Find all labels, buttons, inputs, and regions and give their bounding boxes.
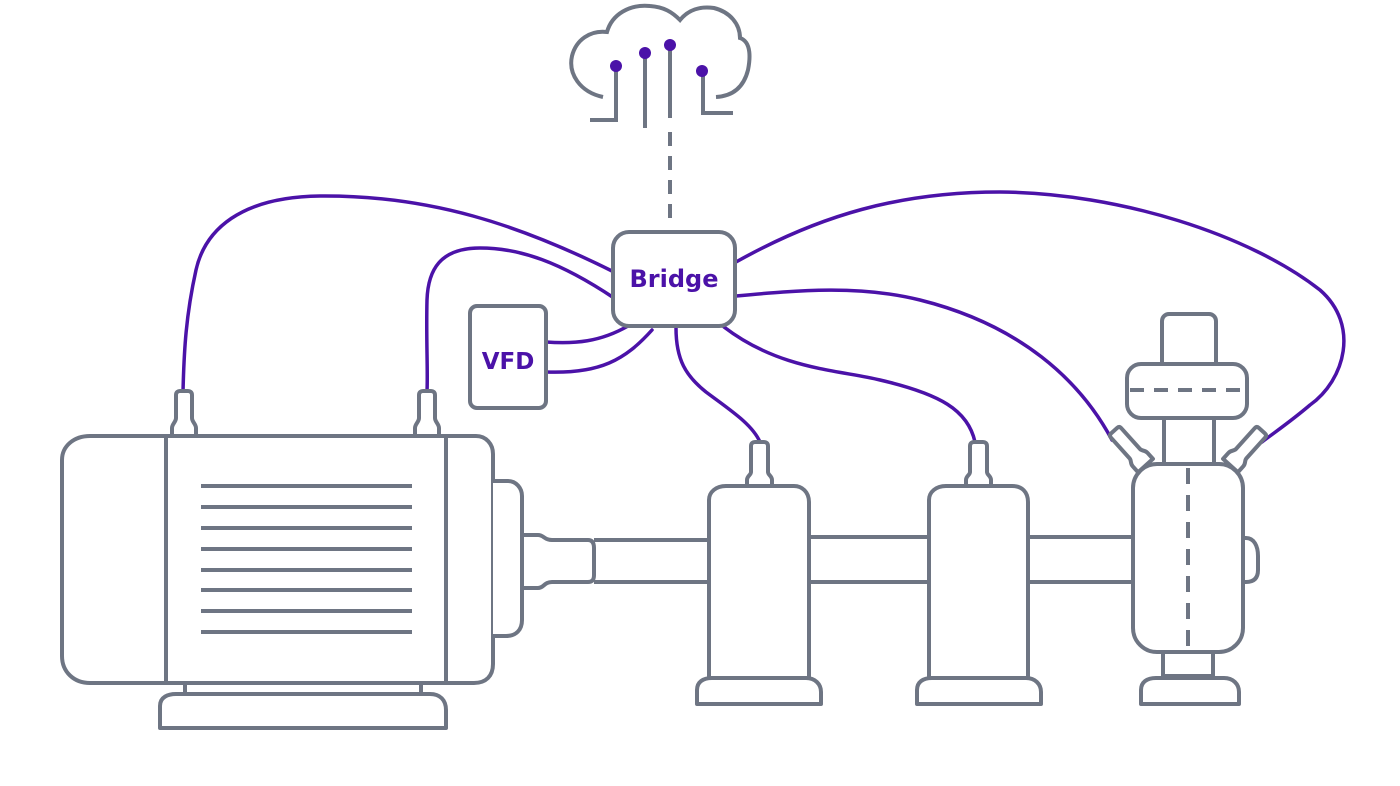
cable-bridge-to-pump-sensor-left <box>734 288 1114 442</box>
cloud-node-dot <box>696 65 708 77</box>
motor-sensor-2[interactable] <box>413 389 441 438</box>
vfd-label: VFD <box>482 349 535 375</box>
cloud-node-dot <box>664 39 676 51</box>
cloud-node-dot <box>610 60 622 72</box>
bearing-housing-2[interactable] <box>915 440 1043 706</box>
cable-bridge-to-pump-sensor-right <box>734 190 1346 444</box>
cable-bridge-to-vfd-lower <box>544 328 654 374</box>
bridge[interactable]: Bridge <box>611 230 737 328</box>
cables <box>181 190 1346 444</box>
bearing-sensor-1[interactable] <box>745 440 774 488</box>
pump-sensor-left[interactable] <box>1107 424 1155 475</box>
motor[interactable] <box>60 389 524 730</box>
cable-bridge-to-motor-sensor-1 <box>181 194 616 394</box>
bearing-sensor-2[interactable] <box>964 440 993 488</box>
pump-sensor-right[interactable] <box>1221 424 1269 475</box>
motor-base <box>158 692 448 730</box>
motor-cooling-fins <box>201 484 412 634</box>
bridge-label: Bridge <box>630 265 719 293</box>
motor-sensor-1[interactable] <box>170 389 198 438</box>
drive-shaft <box>518 533 1134 590</box>
cable-bridge-to-vfd-upper <box>544 324 630 345</box>
cable-bridge-to-bearing-sensor-2 <box>722 325 977 444</box>
cable-bridge-to-bearing-sensor-1 <box>674 326 762 444</box>
cable-bridge-to-motor-sensor-2 <box>424 246 616 394</box>
cloud <box>569 3 752 228</box>
cloud-node-dot <box>639 47 651 59</box>
pump[interactable] <box>1107 312 1270 706</box>
cloud-icon <box>569 3 752 128</box>
bearing-housing-1[interactable] <box>695 440 823 706</box>
vfd[interactable]: VFD <box>468 304 548 410</box>
